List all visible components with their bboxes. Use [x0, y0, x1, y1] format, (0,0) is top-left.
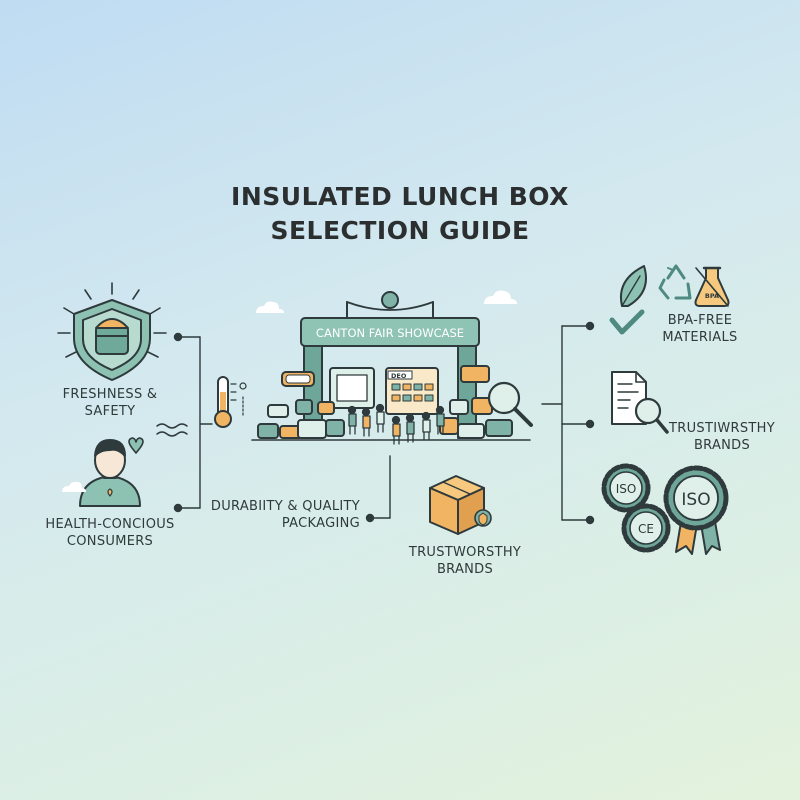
- durability-label: DURABIITY & QUALITY PACKAGING: [210, 498, 360, 532]
- freshness-line-2: SAFETY: [84, 404, 136, 419]
- wave-lines: [156, 423, 188, 437]
- title-line-1: INSULATED LUNCH BOX: [231, 182, 569, 211]
- trust-box-line-1: TRUSTWORSTHY: [408, 545, 522, 560]
- freshness-label: FRESHNESS & SAFETY: [40, 386, 180, 420]
- bpa-line-1: BPA-FREE: [667, 313, 733, 328]
- consumers-label: HEALTH-CONCIOUS CONSUMERS: [30, 516, 190, 550]
- flask-icon: [694, 266, 730, 307]
- trust-box-label: TRUSTWORSTHY BRANDS: [400, 544, 530, 578]
- trust-line-2: BRANDS: [693, 438, 751, 453]
- center-connector: [365, 455, 391, 523]
- title-line-2: SELECTION GUIDE: [270, 216, 530, 245]
- iso-medal-icon: [663, 465, 729, 555]
- leaf-icon: [620, 265, 647, 307]
- durability-line-1: DURABIITY & QUALITY: [210, 499, 360, 514]
- trust-label: TRUSTIWRSTHY BRANDS: [662, 420, 782, 454]
- document-search-icon: [611, 371, 669, 434]
- recycle-icon: [658, 264, 692, 300]
- crowd: [347, 403, 445, 445]
- consumers-line-2: CONSUMERS: [66, 534, 154, 549]
- trust-line-1: TRUSTIWRSTHY: [669, 421, 775, 436]
- medal-iso-text: ISO: [681, 490, 710, 510]
- page-title: INSULATED LUNCH BOX SELECTION GUIDE: [150, 180, 650, 248]
- thermometer-icon: [214, 376, 247, 428]
- fair-showcase: [251, 291, 531, 445]
- right-connector: [541, 321, 595, 525]
- bpa-label: BPA-FREE MATERIALS: [650, 312, 750, 346]
- trust-box-line-2: BRANDS: [436, 562, 494, 577]
- flask-text: BPA: [705, 292, 719, 300]
- check-icon: [609, 309, 645, 335]
- fair-banner-text: CANTON FAIR SHOWCASE: [316, 326, 464, 340]
- ce-gear-icon: [621, 503, 671, 553]
- cloud-icon: [62, 290, 517, 492]
- magnifier-icon: [487, 381, 533, 427]
- iso-gear-icon: [601, 463, 651, 513]
- person-icon: [79, 437, 144, 507]
- consumers-line-1: HEALTH-CONCIOUS: [45, 517, 175, 532]
- gear-ce-text: CE: [638, 522, 654, 536]
- durability-line-2: PACKAGING: [281, 516, 360, 531]
- bpa-line-2: MATERIALS: [662, 330, 738, 345]
- left-connector: [173, 332, 213, 513]
- freshness-line-1: FRESHNESS &: [62, 387, 158, 402]
- package-box-icon: [429, 475, 492, 535]
- shield-icon: [57, 282, 167, 381]
- booth-sign-text: DEO: [391, 372, 407, 380]
- gear-iso-text: ISO: [616, 482, 637, 496]
